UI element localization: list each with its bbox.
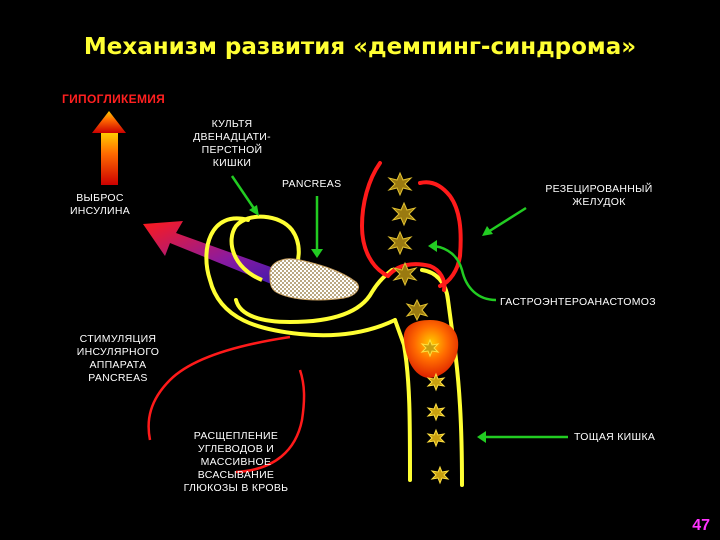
- gastroenteroanastomosis-label: ГАСТРОЭНТЕРОАНАСТОМОЗ: [500, 296, 656, 308]
- anastomosis-pointer-arrow: [428, 240, 497, 302]
- jejunum-pointer-arrow: [477, 431, 568, 443]
- pancreas-pointer-arrow: [311, 196, 323, 258]
- absorption-curve-arrow: [235, 369, 306, 474]
- stimulation-curve-arrow: [147, 335, 291, 441]
- resected-stomach-label: РЕЗЕЦИРОВАННЫЙ ЖЕЛУДОК: [532, 183, 666, 209]
- carb-breakdown-line: ГЛЮКОЗЫ В КРОВЬ: [183, 482, 289, 494]
- stimulation-label: СТИМУЛЯЦИЯ ИНСУЛЯРНОГО АППАРАТА PANCREAS: [60, 333, 176, 385]
- duodenum-stump-outline: [229, 214, 301, 282]
- stimulation-line: ИНСУЛЯРНОГО: [76, 346, 160, 358]
- page-number: 47: [692, 517, 710, 534]
- glucose-particle-star: [426, 402, 446, 422]
- stimulation-line: СТИМУЛЯЦИЯ: [79, 333, 157, 345]
- glucose-particle-star: [420, 338, 440, 358]
- glucose-particle-star: [387, 230, 413, 256]
- duodenum-stump-line: КУЛЬТЯ: [211, 118, 253, 130]
- stomach-pointer-arrow: [482, 206, 527, 236]
- stimulation-line: PANCREAS: [88, 372, 148, 384]
- slide-title: Механизм развития «демпинг-синдрома»: [83, 34, 637, 60]
- carb-breakdown-line: ВСАСЫВАНИЕ: [197, 469, 275, 481]
- pancreas-label: PANCREAS: [282, 178, 342, 190]
- resected-stomach-outline: [359, 161, 463, 292]
- glucose-particle-star: [426, 372, 446, 392]
- carb-breakdown-label: РАСЩЕПЛЕНИЕ УГЛЕВОДОВ И МАССИВНОЕ ВСАСЫВ…: [166, 430, 306, 495]
- glucose-particles: [387, 171, 450, 485]
- carb-breakdown-line: РАСЩЕПЛЕНИЕ: [193, 430, 279, 442]
- glucose-particle-star: [405, 298, 429, 322]
- stimulation-line: АППАРАТА: [89, 359, 147, 371]
- insulin-release-arrow: [143, 221, 296, 290]
- pointer-arrows: [230, 175, 568, 443]
- hypoglycemia-up-arrow: [92, 111, 126, 185]
- carb-breakdown-line: МАССИВНОЕ: [200, 456, 272, 468]
- duodenum-pointer-arrow: [230, 175, 259, 216]
- glucose-particle-star: [392, 261, 418, 287]
- glucose-particle-star: [426, 428, 446, 448]
- insulin-release-line: ИНСУЛИНА: [69, 205, 131, 217]
- glucose-particle-star: [430, 465, 450, 485]
- duodenum-stump-line: ДВЕНАДЦАТИ-: [193, 131, 271, 143]
- insulin-release-label: ВЫБРОС ИНСУЛИНА: [60, 192, 140, 218]
- duodenum-stump-label: КУЛЬТЯ ДВЕНАДЦАТИ- ПЕРСТНОЙ КИШКИ: [183, 118, 281, 170]
- duodenum-stump-line: ПЕРСТНОЙ: [201, 144, 263, 156]
- glucose-particle-star: [387, 171, 413, 197]
- hypoglycemia-label: ГИПОГЛИКЕМИЯ: [62, 92, 166, 106]
- insulin-release-line: ВЫБРОС: [76, 192, 124, 204]
- duodenum-stump-line: КИШКИ: [212, 157, 252, 169]
- glucose-particle-star: [391, 201, 417, 227]
- resected-stomach-line: ЖЕЛУДОК: [572, 196, 626, 208]
- resected-stomach-line: РЕЗЕЦИРОВАННЫЙ: [545, 183, 653, 195]
- pancreas-shape: [269, 258, 359, 301]
- jejunum-label: ТОЩАЯ КИШКА: [574, 431, 656, 443]
- carb-breakdown-line: УГЛЕВОДОВ И: [197, 443, 275, 455]
